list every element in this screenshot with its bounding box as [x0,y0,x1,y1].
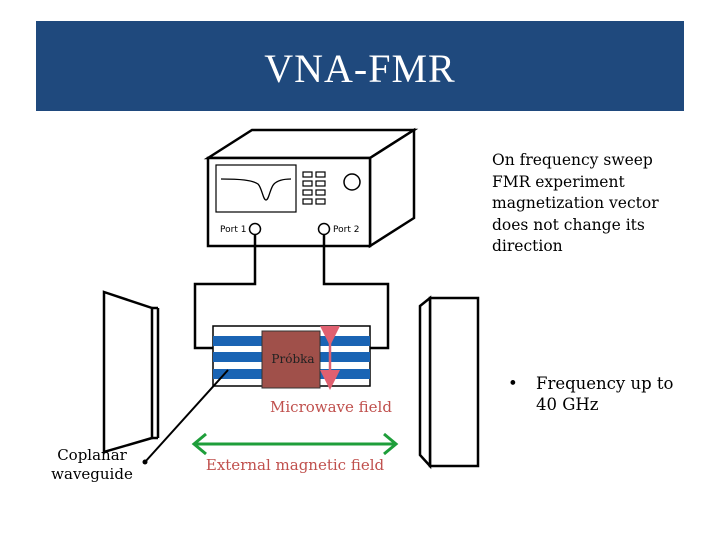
port1-label: Port 1 [220,225,247,235]
resonance-dip-curve [220,178,292,201]
external-field-label: External magnetic field [205,456,385,474]
bullet-text: Frequency up to 40 GHz [536,374,674,414]
waveguide-pointer-dot [142,459,148,465]
analyzer-screen [215,164,297,213]
slide-title: VNA-FMR [264,46,456,91]
magnet-right [418,295,480,470]
external-field-arrow [191,432,399,456]
sample-label: Próbka [271,352,315,366]
cable-port2 [322,235,390,350]
port2-connector [317,222,331,236]
magnet-left [102,290,160,454]
waveguide-pointer-line [144,369,229,463]
title-bar: VNA-FMR [36,21,684,111]
sample-probka [261,330,321,389]
coplanar-waveguide-label: Coplanar waveguide [51,446,133,483]
network-analyzer [203,127,419,249]
bullet-marker: • [508,374,518,393]
analyzer-knob [343,173,361,191]
microwave-field-label: Microwave field [270,398,392,416]
side-note: On frequency sweep FMR experiment magnet… [492,151,659,255]
cable-port1 [193,235,257,350]
analyzer-buttons [302,171,326,205]
port2-label: Port 2 [333,225,360,235]
port1-connector [248,222,262,236]
